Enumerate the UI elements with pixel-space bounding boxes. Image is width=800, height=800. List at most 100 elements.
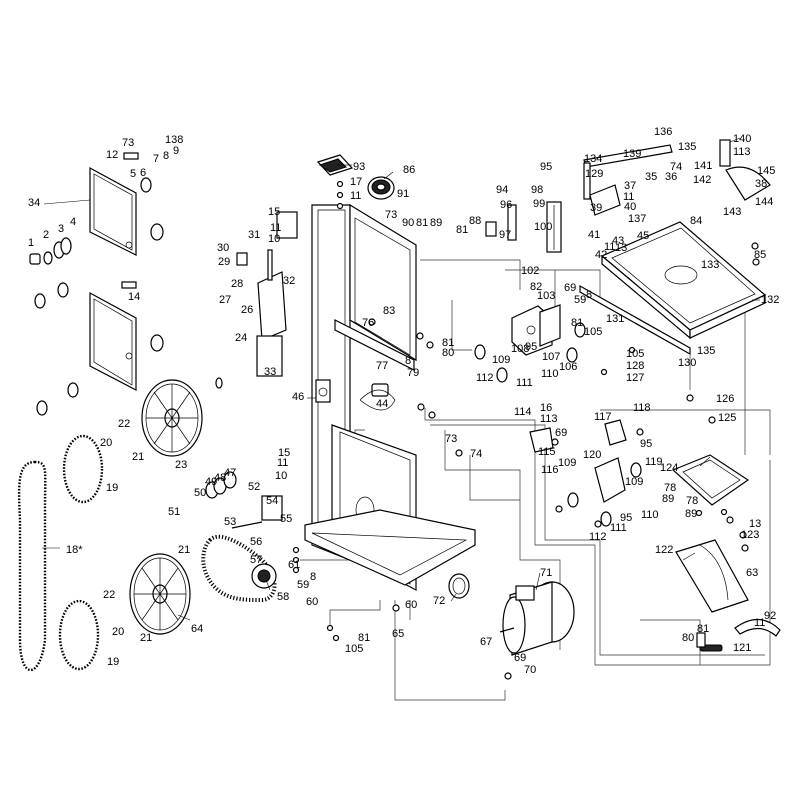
part-number-label: 52	[248, 481, 260, 493]
part-number-label: 19	[106, 482, 118, 494]
part-number-label: 64	[191, 623, 203, 635]
part-number-label: 8	[310, 571, 316, 583]
part-number-label: 16	[540, 402, 552, 414]
part-number-label: 98	[531, 184, 543, 196]
part-number-label: 97	[499, 229, 511, 241]
part-number-label: 17	[350, 176, 362, 188]
part-number-label: 22	[118, 418, 130, 430]
part-number-label: 117	[594, 411, 612, 423]
part-number-label: 11	[277, 457, 288, 469]
part-number-label: 54	[266, 495, 278, 507]
part-number-label: 127	[626, 372, 644, 384]
part-number-label: 24	[235, 332, 247, 344]
part-number-label: 80	[442, 347, 454, 359]
part-number-label: 8	[163, 150, 169, 162]
part-number-label: 32	[283, 275, 295, 287]
part-number-label: 14	[128, 291, 140, 303]
part-number-label: 82	[530, 281, 542, 293]
part-number-label: 11	[350, 190, 361, 202]
part-number-label: 81	[571, 317, 583, 329]
part-number-label: 21	[178, 544, 190, 556]
part-number-label: 43	[612, 235, 624, 247]
part-number-label: 59	[574, 294, 586, 306]
part-number-label: 92	[764, 610, 776, 622]
part-number-label: 61	[288, 559, 300, 571]
assembly-routing-lines	[300, 259, 771, 701]
part-number-label: 34	[28, 197, 40, 209]
part-number-label: 116	[541, 464, 559, 476]
part-number-label: 106	[559, 361, 577, 373]
part-number-label: 89	[685, 508, 697, 520]
part-number-label: 131	[606, 313, 624, 325]
part-number-label: 122	[655, 544, 673, 556]
part-number-label: 90	[402, 217, 414, 229]
part-number-label: 107	[542, 351, 560, 363]
part-number-label: 120	[583, 449, 601, 461]
top-cap-block	[316, 154, 354, 176]
part-number-label: 83	[383, 305, 395, 317]
part-number-label: 96	[500, 199, 512, 211]
part-number-label: 4	[70, 216, 76, 228]
blade-guide-bracket	[236, 211, 298, 377]
upper-blade-guide-post	[485, 201, 562, 253]
part-number-label: 81	[358, 632, 370, 644]
part-number-label: 39	[590, 202, 602, 214]
motor	[499, 581, 575, 656]
part-number-label: 56	[250, 536, 262, 548]
part-number-label: 81	[416, 217, 428, 229]
part-number-label: 136	[654, 126, 672, 138]
part-number-label: 49	[205, 476, 217, 488]
part-number-label: 21	[132, 451, 144, 463]
part-number-label: 130	[678, 357, 696, 369]
part-number-label: 13	[615, 242, 627, 254]
part-number-label: 114	[514, 406, 532, 418]
part-number-label: 105	[345, 643, 363, 655]
part-number-label: 38	[755, 178, 767, 190]
leader-lines	[42, 137, 760, 621]
tension-handwheel	[367, 176, 395, 200]
part-number-label: 11	[604, 241, 615, 253]
lower-pulley	[251, 563, 277, 589]
part-number-label: 110	[541, 368, 559, 380]
part-number-label: 129	[585, 168, 603, 180]
part-number-label: 137	[628, 213, 646, 225]
part-number-label: 84	[690, 215, 702, 227]
motor-pulley	[448, 573, 470, 599]
part-number-label: 111	[610, 522, 627, 534]
part-number-label: 7	[153, 153, 159, 165]
part-number-label: 73	[445, 433, 457, 445]
saw-blade	[17, 460, 47, 671]
part-number-label: 51	[168, 506, 180, 518]
part-number-label: 112	[476, 372, 494, 384]
part-number-label: 74	[670, 161, 682, 173]
part-number-label: 22	[103, 589, 115, 601]
part-number-label: 121	[733, 642, 751, 654]
part-number-label: 124	[660, 462, 678, 474]
upper-wheel	[141, 379, 203, 457]
part-number-label: 13	[749, 518, 761, 530]
miter-gauge	[719, 139, 771, 201]
part-number-label: 33	[264, 366, 276, 378]
part-number-label: 113	[733, 146, 751, 158]
part-number-label: 123	[741, 529, 759, 541]
part-number-label: 125	[718, 412, 736, 424]
part-number-label: 88	[469, 215, 481, 227]
part-number-label: 15	[278, 447, 290, 459]
fastener-hardware	[292, 180, 760, 680]
door-knob-hardware	[29, 152, 223, 416]
part-number-label: 89	[430, 217, 442, 229]
part-number-label: 36	[665, 171, 677, 183]
part-number-label: 57	[250, 554, 262, 566]
lower-wheel	[129, 553, 191, 635]
part-number-label: 30	[217, 242, 229, 254]
part-number-label: 50	[194, 487, 206, 499]
part-number-label: 95	[525, 341, 537, 353]
part-number-label: 27	[219, 294, 231, 306]
part-number-label: 95	[620, 512, 632, 524]
part-number-label: 112	[589, 531, 607, 543]
part-number-label: 18*	[66, 544, 83, 556]
part-number-label: 20	[112, 626, 124, 638]
power-switch	[359, 383, 396, 411]
part-number-label: 53	[224, 516, 236, 528]
part-number-label: 78	[686, 495, 698, 507]
